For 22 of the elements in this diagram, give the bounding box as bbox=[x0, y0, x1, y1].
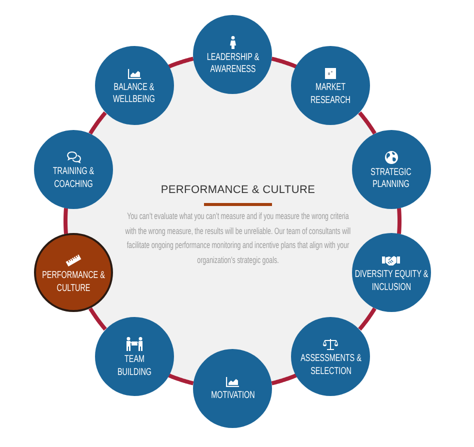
ring-arc bbox=[168, 56, 194, 68]
ring-arc bbox=[88, 307, 107, 331]
topic-label: BALANCE & WELLBEING bbox=[112, 82, 156, 107]
ring-arc bbox=[397, 207, 402, 235]
topic-label: MOTIVATION bbox=[210, 390, 255, 403]
ring-arc bbox=[270, 56, 298, 68]
heading: PERFORMANCE & CULTURE bbox=[160, 183, 316, 197]
ring-arc bbox=[270, 374, 298, 386]
description-text: You can’t evaluate what you can’t measure and if you measure the wrong criteria with the wrong measure, the results will be unreliable. Our team of consultants will facilitate ongoing performance monitoring and incentive plans that align with your organization’s strategic goals. bbox=[124, 210, 352, 267]
topic-label: TRAINING & COACHING bbox=[52, 166, 95, 192]
ring-arc bbox=[358, 307, 376, 331]
ring-arc bbox=[88, 111, 107, 135]
topic-label: DIVERSITY EQUITY & INCLUSION bbox=[354, 269, 428, 294]
topic-label: MARKET RESEARCH bbox=[310, 82, 352, 108]
topic-label: STRATEGIC PLANNING bbox=[370, 166, 412, 192]
ring-arc bbox=[168, 374, 194, 386]
ring-arc bbox=[64, 207, 68, 235]
ring-arc bbox=[358, 111, 376, 135]
topic-label: LEADERSHIP & AWARENESS bbox=[206, 52, 260, 76]
topic-label: ASSESSMENTS & SELECTION bbox=[300, 353, 362, 378]
topic-label: PERFORMANCE & CULTURE bbox=[42, 270, 106, 296]
topic-label: TEAM BUILDING bbox=[116, 354, 152, 380]
